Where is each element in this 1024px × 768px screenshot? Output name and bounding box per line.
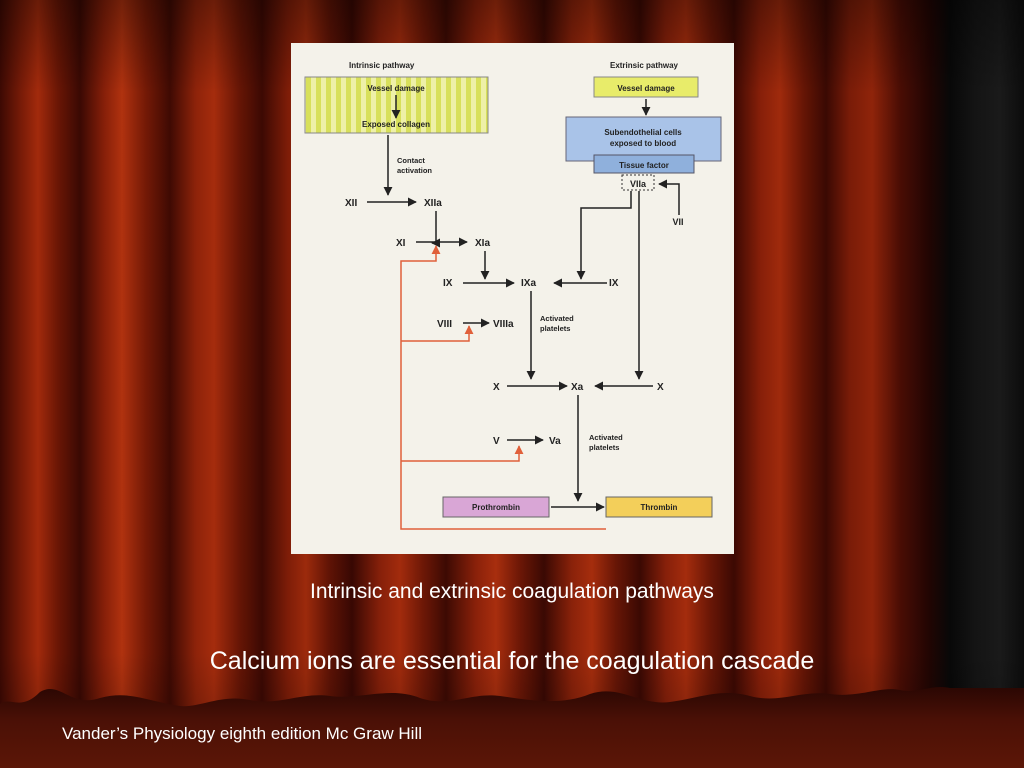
tissue-factor-box <box>593 154 695 174</box>
intrinsic-title: Intrinsic pathway <box>349 61 415 70</box>
label-viiia: VIIIa <box>493 319 514 330</box>
caption-calcium: Calcium ions are essential for the coagu… <box>209 647 815 675</box>
arrow-vii-to-viia <box>658 179 680 215</box>
exposed-collagen: Exposed collagen <box>362 120 430 129</box>
label-viia: VIIa <box>630 179 647 189</box>
vessel-damage-right: Vessel damage <box>617 84 675 93</box>
label-vii: VII <box>672 217 683 227</box>
activated-platelets-2-line2: platelets <box>589 443 619 452</box>
thrombin-box <box>605 496 713 518</box>
coagulation-diagram: Intrinsic pathway Vessel damage Exposed … <box>291 43 734 554</box>
curtain-valance <box>0 687 1024 768</box>
label-prothrombin: Prothrombin <box>472 503 520 512</box>
contact-line1: Contact <box>397 156 425 165</box>
tissue-factor: Tissue factor <box>619 161 669 170</box>
label-va: Va <box>549 436 561 447</box>
label-ixa: IXa <box>521 278 536 289</box>
label-thrombin: Thrombin <box>641 503 678 512</box>
feedback-thrombin-to-xi <box>400 245 606 530</box>
label-xa: Xa <box>571 382 584 393</box>
viia-box <box>621 174 655 191</box>
extrinsic-title: Extrinsic pathway <box>610 61 679 70</box>
label-xiia: XIIa <box>424 198 442 209</box>
caption-pathways: Intrinsic and extrinsic coagulation path… <box>310 580 714 603</box>
arrow-viia-to-ixa <box>576 191 632 280</box>
feedback-thrombin-to-v <box>401 445 524 462</box>
label-xii: XII <box>345 198 357 209</box>
activated-platelets-1-line1: Activated <box>540 314 574 323</box>
label-x-right: X <box>657 382 664 393</box>
prothrombin-box <box>442 496 550 518</box>
vessel-damage-extrinsic-box <box>593 76 699 98</box>
subendothelial-line1: Subendothelial cells <box>604 128 682 137</box>
label-xi: XI <box>396 238 406 249</box>
label-x-left: X <box>493 382 500 393</box>
activated-platelets-2-line1: Activated <box>589 433 623 442</box>
subendothelial-line2: exposed to blood <box>610 139 676 148</box>
label-xia: XIa <box>475 238 490 249</box>
vessel-damage-left: Vessel damage <box>367 84 425 93</box>
contact-line2: activation <box>397 166 432 175</box>
label-ix-left: IX <box>443 278 453 289</box>
label-ix-right: IX <box>609 278 619 289</box>
feedback-thrombin-to-viii <box>401 325 474 342</box>
credit-line: Vander’s Physiology eighth edition Mc Gr… <box>62 724 423 743</box>
label-v: V <box>493 436 500 447</box>
subendothelial-box <box>565 116 722 162</box>
activated-platelets-1-line2: platelets <box>540 324 570 333</box>
label-viii: VIII <box>437 319 452 330</box>
